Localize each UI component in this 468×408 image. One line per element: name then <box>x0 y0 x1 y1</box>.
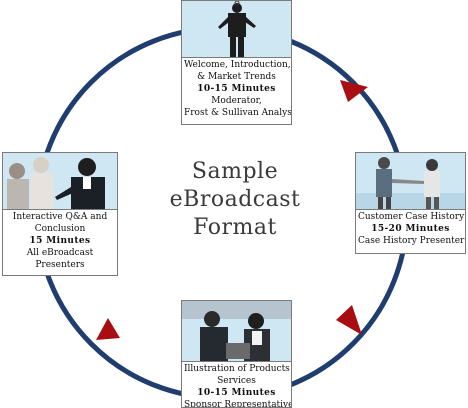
presenter-photo-standing <box>182 1 291 58</box>
arrow-bottom-right <box>336 305 362 335</box>
node-qa: Interactive Q&A and Conclusion 15 Minute… <box>2 152 118 276</box>
title-line-2: eBroadcast <box>169 187 301 212</box>
man-standing-image <box>182 1 291 57</box>
node-bottom-line-2: Services <box>217 376 256 386</box>
presenter-photo-meeting <box>182 301 291 362</box>
node-case-history: Customer Case History 15-20 Minutes Case… <box>355 152 466 254</box>
presenter-photo-group <box>3 153 117 210</box>
arrow-bottom-left <box>96 318 120 340</box>
node-right-line-1: Customer Case History <box>358 212 465 222</box>
node-top-line-2: & Market Trends <box>197 72 276 82</box>
node-right-duration: 15-20 Minutes <box>371 224 450 234</box>
handshake-image <box>356 153 465 209</box>
node-bottom-presenter-1: Sponsor Representative <box>184 400 292 408</box>
node-right-presenter-1: Case History Presenter <box>358 236 465 246</box>
node-products: Illustration of Products & Services 10-1… <box>181 300 292 408</box>
arrow-top-right <box>340 80 368 102</box>
node-bottom-duration: 10-15 Minutes <box>197 388 276 398</box>
node-top-line-1: Welcome, Introduction, <box>184 60 291 70</box>
node-left-presenter-2: Presenters <box>35 260 85 270</box>
node-left-duration: 15 Minutes <box>29 236 91 246</box>
title-line-3: Format <box>193 215 277 240</box>
group-discussion-image <box>3 153 117 209</box>
title-line-1: Sample <box>191 159 279 184</box>
diagram-title: Sample eBroadcast Format <box>150 158 320 242</box>
node-left-line-2: Conclusion <box>34 224 86 234</box>
node-top-presenter-2: Frost & Sullivan Analyst <box>184 108 292 118</box>
node-top-presenter-1: Moderator, <box>211 96 262 106</box>
node-left-presenter-1: All eBroadcast <box>26 248 94 258</box>
node-bottom-line-1: Illustration of Products & <box>184 364 292 374</box>
presenter-photo-handshake <box>356 153 465 210</box>
node-welcome: Welcome, Introduction, & Market Trends 1… <box>181 0 292 125</box>
meeting-image <box>182 301 291 361</box>
node-left-line-1: Interactive Q&A and <box>12 212 108 222</box>
node-top-duration: 10-15 Minutes <box>197 84 276 94</box>
